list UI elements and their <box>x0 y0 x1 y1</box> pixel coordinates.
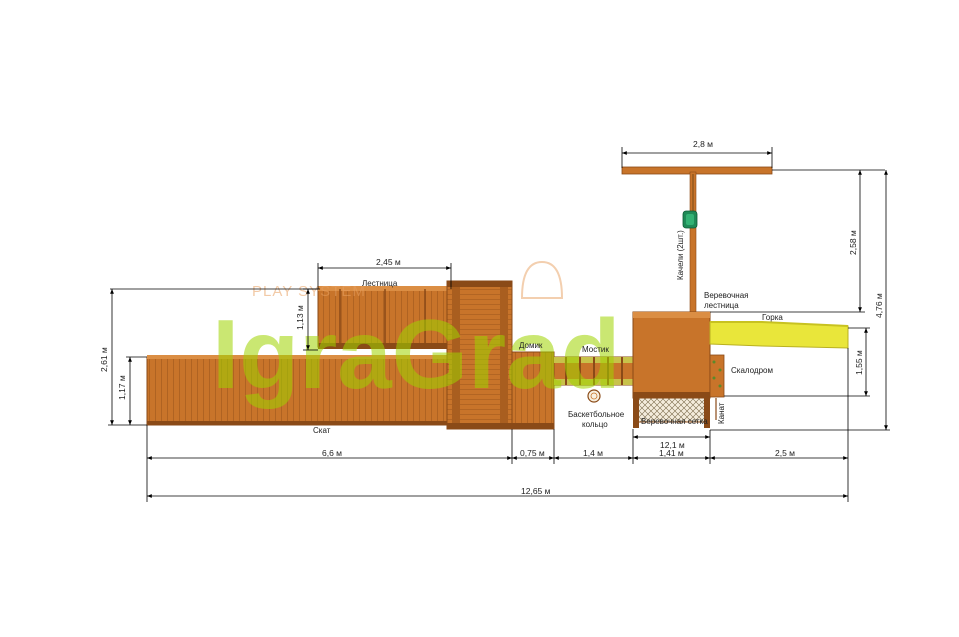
dimension-labels: 2,8 м 2,45 м 1,13 м 2,61 м 1,17 м 2,58 м… <box>99 139 884 496</box>
label-bridge: Мостик <box>582 345 609 354</box>
dim-left-deck-height: 1,17 м <box>117 375 127 400</box>
dim-total-length: 12,65 м <box>521 486 551 496</box>
label-basketball: Баскетбольное кольцо <box>568 410 626 429</box>
dim-seg-tower: 1,41 м <box>659 448 684 458</box>
dim-swing-height: 2,58 м <box>848 230 858 255</box>
basketball-ring-icon <box>587 389 601 403</box>
dim-left-total-height: 2,61 м <box>99 347 109 372</box>
house-deck <box>511 351 555 430</box>
watermark: IgraGrad PLAY SYSTEM <box>212 260 620 409</box>
label-rope-net: Веревочная сетка <box>641 417 708 426</box>
dim-slide-height: 1,55 м <box>854 350 864 375</box>
label-house: Домик <box>519 341 543 350</box>
dim-tower-inner: 12,1 м <box>660 440 685 450</box>
watermark-brand: IgraGrad <box>212 299 620 409</box>
label-stairs: Лестница <box>362 279 398 288</box>
dim-total-height: 4,76 м <box>874 293 884 318</box>
watermark-dome-icon <box>520 260 564 299</box>
label-rope-ladder: Веревочная лестница <box>704 291 751 310</box>
climbing-wall <box>709 354 725 420</box>
dim-stairs-height: 1,13 м <box>295 305 305 330</box>
watermark-tagline: PLAY SYSTEM <box>252 283 366 300</box>
component-labels: Лестница Домик Мостик Баскетбольное коль… <box>313 230 783 435</box>
dim-top-beam: 2,8 м <box>693 139 713 149</box>
dim-seg-bridge: 1,4 м <box>583 448 603 458</box>
dim-seg-slide: 2,5 м <box>775 448 795 458</box>
dim-seg-house: 0,75 м <box>520 448 545 458</box>
dim-stairs-width: 2,45 м <box>376 257 401 267</box>
dim-seg-ramp: 6,6 м <box>322 448 342 458</box>
rope-net <box>637 397 706 423</box>
bridge <box>553 356 634 386</box>
dimension-lines <box>108 147 890 502</box>
main-tower <box>632 311 711 428</box>
label-rope: Канат <box>717 402 726 424</box>
label-swings: Качели (2шт.) <box>676 230 685 280</box>
label-slide: Горка <box>762 313 783 322</box>
label-climbing-wall: Скалодром <box>731 366 773 375</box>
house-tower <box>446 280 513 430</box>
label-ramp: Скат <box>313 426 331 435</box>
slide <box>709 321 849 349</box>
